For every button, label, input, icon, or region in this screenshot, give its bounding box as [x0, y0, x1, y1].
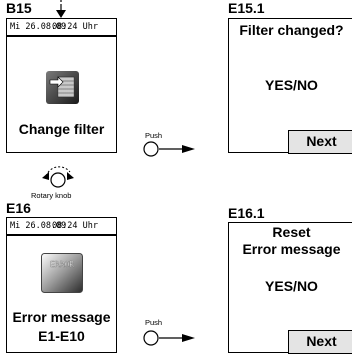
status-bar: Mi 26.08.09 08:24 Uhr [7, 218, 116, 236]
push-button-icon [144, 331, 158, 345]
screen-code-e15-1: E15.1 [228, 1, 265, 15]
next-button[interactable]: Next [288, 130, 352, 154]
status-time: 08:24 Uhr [52, 19, 98, 35]
screen-code-b15: B15 [6, 1, 32, 15]
screen-filter-changed: Filter changed? YES/NO Next [228, 18, 352, 153]
push-label: Push [145, 131, 162, 140]
dialog-subtitle: Error message [229, 241, 352, 257]
next-button[interactable]: Next [288, 330, 352, 354]
svg-text:ERROR: ERROR [50, 260, 74, 269]
screen-code-e16: E16 [6, 201, 31, 215]
dialog-title: Reset [229, 224, 352, 240]
rotary-knob-label: Rotary knob [31, 191, 71, 200]
screen-caption: Change filter [7, 121, 116, 137]
right-arrow-icon [182, 145, 195, 153]
down-arrow-icon [56, 10, 66, 18]
filter-change-icon [46, 71, 79, 104]
screen-caption-line2: E1-E10 [7, 328, 116, 344]
yes-no-option[interactable]: YES/NO [229, 77, 352, 93]
screen-reset-error: Reset Error message YES/NO Next [228, 222, 352, 353]
push-label: Push [145, 318, 162, 327]
rotary-knob-icon [42, 167, 74, 187]
error-icon: ERROR [41, 253, 83, 293]
screen-caption-line1: Error message [7, 309, 116, 325]
status-bar: Mi 26.08.09 08:24 Uhr [7, 19, 116, 37]
dialog-question: Filter changed? [229, 22, 352, 38]
yes-no-option[interactable]: YES/NO [229, 278, 352, 294]
status-time: 08:24 Uhr [52, 218, 98, 234]
screen-change-filter: Mi 26.08.09 08:24 Uhr [6, 18, 117, 153]
push-button-icon [144, 142, 158, 156]
right-arrow-icon [182, 334, 195, 342]
screen-error-message: Mi 26.08.09 08:24 Uhr ERROR Error messag… [6, 217, 117, 353]
screen-code-e16-1: E16.1 [228, 206, 265, 220]
